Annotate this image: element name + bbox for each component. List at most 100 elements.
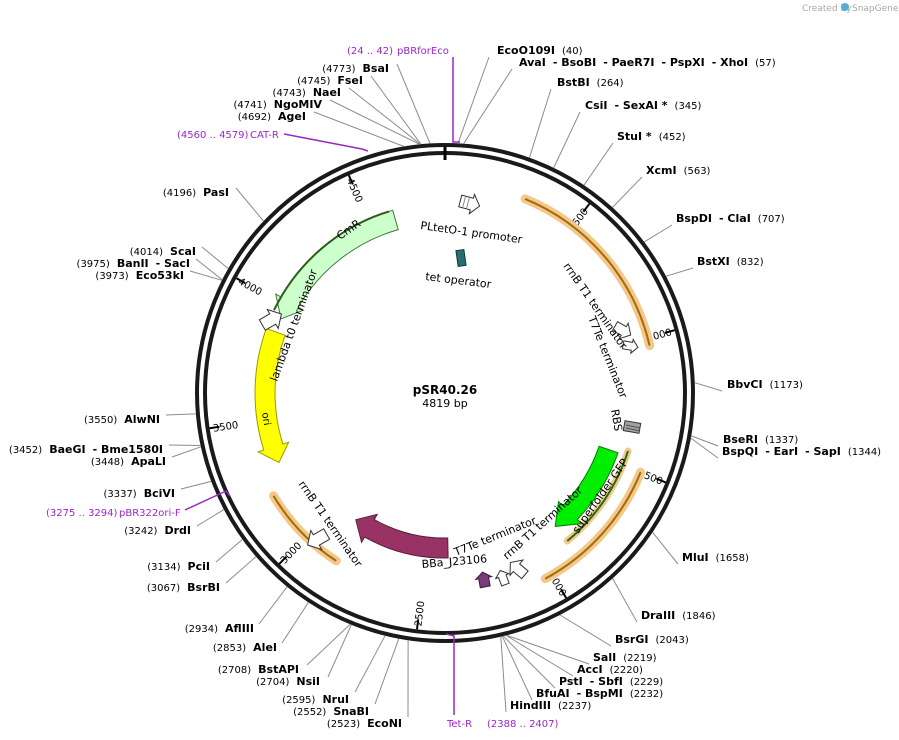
site-enzyme-name[interactable]: BsaI: [363, 62, 389, 75]
site-position[interactable]: (452): [659, 132, 686, 143]
site-enzyme-name[interactable]: - Bme1580I: [93, 443, 163, 456]
site-position[interactable]: (3550): [84, 415, 117, 426]
site-enzyme-name[interactable]: DraIII: [641, 609, 675, 622]
site-position[interactable]: (3134): [147, 562, 180, 573]
site-position[interactable]: (345): [675, 101, 702, 112]
site-enzyme-name[interactable]: StuI *: [617, 130, 652, 143]
site-enzyme-name[interactable]: PstI: [559, 675, 583, 688]
site-enzyme-name[interactable]: NsiI: [296, 675, 320, 688]
site-position[interactable]: (1846): [682, 611, 715, 622]
site-position[interactable]: (4743): [273, 88, 306, 99]
site-position[interactable]: (3067): [147, 583, 180, 594]
site-enzyme-name[interactable]: XcmI: [646, 164, 677, 177]
site-position[interactable]: (3242): [124, 526, 157, 537]
site-position[interactable]: (1658): [716, 553, 749, 564]
site-position[interactable]: (2704): [256, 677, 289, 688]
site-enzyme-name[interactable]: AleI: [253, 641, 277, 654]
site-enzyme-name[interactable]: HindIII: [510, 699, 551, 712]
site-enzyme-name[interactable]: NruI: [322, 693, 349, 706]
site-enzyme-name[interactable]: BstBI: [557, 76, 590, 89]
site-enzyme-name[interactable]: AlwNI: [124, 413, 160, 426]
site-position[interactable]: (264): [597, 78, 624, 89]
site-position[interactable]: (2229): [630, 677, 663, 688]
site-enzyme-name[interactable]: AvaI: [519, 56, 546, 69]
site-enzyme-name[interactable]: ScaI: [170, 245, 196, 258]
site-position[interactable]: (2552): [293, 707, 326, 718]
site-enzyme-name[interactable]: BciVI: [144, 487, 175, 500]
site-enzyme-name[interactable]: Eco53kI: [136, 269, 184, 282]
site-position[interactable]: (1173): [770, 380, 803, 391]
site-enzyme-name[interactable]: BsrBI: [187, 581, 220, 594]
site-enzyme-name[interactable]: SnaBI: [333, 705, 369, 718]
site-enzyme-name[interactable]: SalI: [593, 651, 616, 664]
site-enzyme-name[interactable]: - BsoBI: [553, 56, 596, 69]
site-enzyme-name[interactable]: CsiI: [585, 99, 607, 112]
site-enzyme-name[interactable]: DrdI: [164, 524, 191, 537]
site-label: (3242) DrdI: [124, 524, 191, 537]
site-position[interactable]: (3452): [9, 445, 42, 456]
site-position[interactable]: (563): [684, 166, 711, 177]
site-position[interactable]: (2043): [655, 635, 688, 646]
site-enzyme-name[interactable]: EcoNI: [367, 717, 402, 730]
site-position[interactable]: (1344): [848, 447, 881, 458]
site-enzyme-name[interactable]: ApaLI: [131, 455, 166, 468]
site-position[interactable]: (2232): [630, 689, 663, 700]
plasmid-name: pSR40.26: [413, 383, 477, 397]
site-enzyme-name[interactable]: AflIII: [225, 622, 254, 635]
site-connector-line: [506, 634, 590, 665]
site-position[interactable]: (832): [737, 257, 764, 268]
site-position[interactable]: (4692): [238, 112, 271, 123]
site-enzyme-name[interactable]: MluI: [682, 551, 709, 564]
site-enzyme-name[interactable]: PasI: [203, 186, 229, 199]
site-position[interactable]: (4745): [297, 76, 330, 87]
site-position[interactable]: (40): [562, 46, 583, 57]
site-enzyme-name[interactable]: BseRI: [723, 433, 758, 446]
site-position[interactable]: (2708): [218, 665, 251, 676]
site-enzyme-name[interactable]: BspDI: [676, 212, 712, 225]
site-enzyme-name[interactable]: BstAPI: [258, 663, 299, 676]
site-enzyme-name[interactable]: - SbfI: [590, 675, 623, 688]
site-position[interactable]: (3337): [103, 489, 136, 500]
site-label: BspQI - EarI - SapI (1344): [722, 445, 881, 458]
site-enzyme-name[interactable]: BanII: [117, 257, 149, 270]
site-enzyme-name[interactable]: NgoMIV: [274, 98, 323, 111]
site-position[interactable]: (2523): [327, 719, 360, 730]
site-enzyme-name[interactable]: - PaeR7I: [603, 56, 654, 69]
site-enzyme-name[interactable]: NaeI: [313, 86, 341, 99]
site-enzyme-name[interactable]: AccI: [577, 663, 603, 676]
site-enzyme-name[interactable]: - PspXI: [661, 56, 704, 69]
site-position[interactable]: (57): [755, 58, 776, 69]
site-enzyme-name[interactable]: BspQI: [722, 445, 758, 458]
site-position[interactable]: (2237): [558, 701, 591, 712]
site-enzyme-name[interactable]: BstXI: [697, 255, 730, 268]
site-position[interactable]: (4014): [130, 247, 163, 258]
site-position[interactable]: (4196): [163, 188, 196, 199]
site-enzyme-name[interactable]: - SacI: [156, 257, 190, 270]
site-position[interactable]: (4741): [234, 100, 267, 111]
site-position[interactable]: (3975): [77, 259, 110, 270]
site-enzyme-name[interactable]: BfuAI: [536, 687, 570, 700]
site-position[interactable]: (2219): [623, 653, 656, 664]
site-enzyme-name[interactable]: PciI: [188, 560, 210, 573]
site-enzyme-name[interactable]: - XhoI: [712, 56, 748, 69]
site-enzyme-name[interactable]: EcoO109I: [497, 44, 555, 57]
site-position[interactable]: (3973): [95, 271, 128, 282]
site-position[interactable]: (2934): [185, 624, 218, 635]
site-position[interactable]: (3448): [91, 457, 124, 468]
site-position[interactable]: (707): [758, 214, 785, 225]
site-enzyme-name[interactable]: BbvCI: [727, 378, 763, 391]
site-position[interactable]: (2853): [213, 643, 246, 654]
site-position[interactable]: (4773): [322, 64, 355, 75]
site-enzyme-name[interactable]: FseI: [337, 74, 363, 87]
site-enzyme-name[interactable]: - SapI: [805, 445, 841, 458]
site-enzyme-name[interactable]: BaeGI: [49, 443, 85, 456]
site-enzyme-name[interactable]: AgeI: [278, 110, 306, 123]
site-position[interactable]: (1337): [765, 435, 798, 446]
site-enzyme-name[interactable]: - ClaI: [719, 212, 751, 225]
site-enzyme-name[interactable]: BsrGI: [615, 633, 648, 646]
site-position[interactable]: (2595): [282, 695, 315, 706]
site-enzyme-name[interactable]: - EarI: [765, 445, 798, 458]
site-position[interactable]: (2220): [610, 665, 643, 676]
site-enzyme-name[interactable]: - SexAI *: [614, 99, 667, 112]
site-enzyme-name[interactable]: - BspMI: [577, 687, 623, 700]
